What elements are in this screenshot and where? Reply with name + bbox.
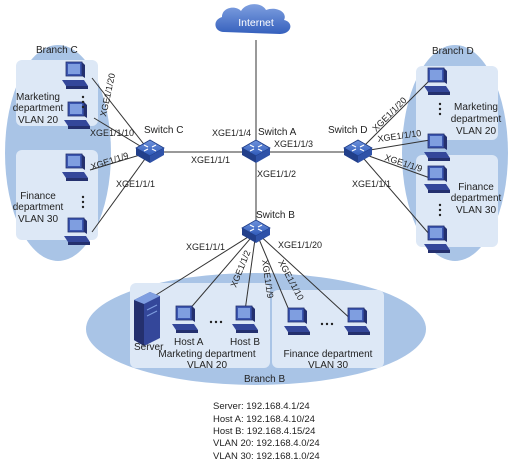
port-a-d: XGE1/1/3	[274, 139, 313, 149]
link-d-fin2	[357, 151, 431, 236]
c-fin-line3: VLAN 30	[18, 214, 58, 225]
port-d-mkt1: XGE1/1/20	[370, 95, 408, 133]
d-fin-line2: department	[451, 193, 502, 204]
c-fin-line1: Finance	[20, 191, 56, 202]
link-b-fin1	[255, 231, 295, 323]
switch-b-label: Switch B	[256, 210, 295, 221]
port-b-fin2: XGE1/1/20	[278, 240, 322, 250]
pc-icon[interactable]	[171, 305, 199, 334]
pc-icon	[61, 61, 89, 90]
d-mkt-line1: Marketing	[454, 102, 498, 113]
port-c-fin2: XGE1/1/1	[116, 179, 155, 189]
ellipsis-dots	[320, 322, 334, 326]
pc-icon	[343, 307, 371, 336]
b-mkt-line1: Marketing department	[158, 349, 255, 360]
c-mkt-line2: department	[13, 103, 64, 114]
d-mkt-line2: department	[451, 114, 502, 125]
port-a-b: XGE1/1/2	[257, 169, 296, 179]
switch-c-label: Switch C	[144, 125, 183, 136]
branch-b-label: Branch B	[244, 374, 285, 385]
ellipsis-dots	[209, 320, 223, 324]
link-d-mkt1	[357, 79, 431, 153]
link-c-fin2	[91, 151, 151, 233]
port-d-a: XGE1/1/1	[352, 179, 391, 189]
branch-b-marketing-panel	[130, 283, 270, 368]
link-d-fin1	[357, 151, 431, 179]
port-c-mkt2: XGE1/1/10	[90, 128, 134, 138]
branch-c-label: Branch C	[36, 45, 78, 56]
switch-a-icon[interactable]	[241, 139, 271, 164]
pc-icon	[423, 67, 451, 96]
pc-icon	[63, 217, 91, 246]
c-mkt-line1: Marketing	[16, 92, 60, 103]
d-fin-line1: Finance	[458, 182, 494, 193]
d-mkt-line3: VLAN 20	[456, 126, 496, 137]
pc-icon	[283, 307, 311, 336]
switch-b-icon[interactable]	[241, 219, 271, 244]
host-b-label: Host B	[230, 337, 260, 348]
pc-icon	[63, 101, 91, 130]
branch-d-marketing-panel	[416, 66, 498, 140]
link-c-mkt1	[91, 77, 151, 153]
pc-icon	[423, 225, 451, 254]
legend-line: VLAN 20: 192.168.4.0/24	[213, 438, 320, 449]
pc-icon	[423, 165, 451, 194]
server-label: Server	[134, 342, 164, 353]
links	[89, 40, 431, 323]
link-b-fin2	[255, 231, 355, 323]
link-b-server	[147, 231, 257, 301]
legend-line: Host A: 192.168.4.10/24	[213, 414, 315, 425]
pc-icon[interactable]	[231, 305, 259, 334]
internet-label: Internet	[238, 17, 274, 29]
address-legend: Server: 192.168.4.1/24 Host A: 192.168.4…	[213, 401, 320, 462]
switch-c-icon[interactable]	[135, 139, 165, 164]
switch-a-label: Switch A	[258, 127, 297, 138]
link-b-hostb	[243, 231, 257, 319]
pc-icon	[423, 133, 451, 162]
server-icon[interactable]	[134, 292, 160, 346]
legend-line: Server: 192.168.4.1/24	[213, 401, 310, 412]
port-a-c: XGE1/1/1	[191, 155, 230, 165]
port-a-internet: XGE1/1/4	[212, 128, 251, 138]
d-fin-line3: VLAN 30	[456, 205, 496, 216]
legend-line: Host B: 192.168.4.15/24	[213, 426, 315, 437]
branch-d-label: Branch D	[432, 46, 474, 57]
c-mkt-line3: VLAN 20	[18, 115, 58, 126]
switch-d-icon[interactable]	[343, 139, 373, 164]
c-fin-line2: department	[13, 202, 64, 213]
link-b-hosta	[181, 231, 257, 319]
ellipsis-dots	[438, 102, 442, 217]
host-a-label: Host A	[174, 337, 204, 348]
b-fin-line1: Finance department	[284, 349, 373, 360]
pc-icon	[61, 153, 89, 182]
b-mkt-line2: VLAN 20	[187, 360, 227, 371]
internet-cloud: Internet	[215, 4, 291, 34]
ellipsis-dots	[81, 95, 85, 209]
port-b-server: XGE1/1/1	[186, 242, 225, 252]
legend-line: VLAN 30: 192.168.1.0/24	[213, 451, 320, 462]
b-fin-line2: VLAN 30	[308, 360, 348, 371]
switch-d-label: Switch D	[328, 125, 367, 136]
